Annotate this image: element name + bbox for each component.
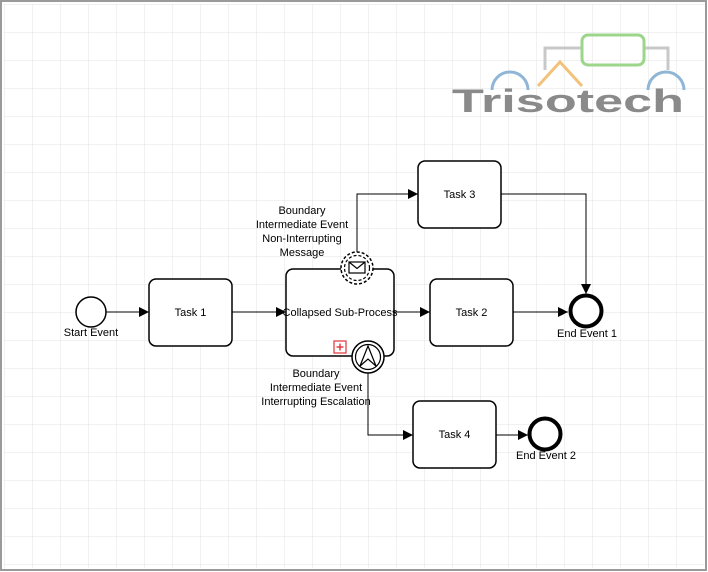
collapsed-subprocess[interactable]: Collapsed Sub-Process: [283, 268, 398, 357]
logo-text: Trisotech: [452, 83, 684, 119]
boundary-escalation-label-line-1: Boundary: [292, 368, 340, 380]
task-3[interactable]: Task 3: [417, 160, 502, 229]
flow-task3-to-end1[interactable]: [501, 193, 591, 294]
boundary-message-event[interactable]: [340, 251, 374, 285]
boundary-message-label-line-2: Intermediate Event: [256, 219, 348, 231]
task-4[interactable]: Task 4: [412, 400, 497, 469]
boundary-escalation-label-line-3: Interrupting Escalation: [261, 396, 370, 408]
boundary-message-label-line-4: Message: [280, 247, 325, 259]
boundary-message-label: Boundary Intermediate Event Non-Interrup…: [256, 205, 348, 259]
boundary-message-label-line-1: Boundary: [278, 205, 326, 217]
end-event-2[interactable]: End Event 2: [516, 416, 576, 463]
expand-marker-icon[interactable]: [333, 340, 347, 354]
task-3-label: Task 3: [444, 189, 476, 201]
end-event-2-label: End Event 2: [516, 450, 576, 462]
boundary-escalation-label: Boundary Intermediate Event Interrupting…: [261, 368, 370, 408]
task-2-label: Task 2: [456, 307, 488, 319]
boundary-message-label-line-3: Non-Interrupting: [262, 233, 342, 245]
task-4-label: Task 4: [439, 429, 471, 441]
task-2[interactable]: Task 2: [429, 278, 514, 347]
task-1-label: Task 1: [175, 307, 207, 319]
flow-escalation-to-task4[interactable]: [367, 373, 413, 440]
end-event-1[interactable]: End Event 1: [557, 293, 617, 341]
start-event-label: Start Event: [64, 327, 118, 339]
envelope-icon: [348, 261, 366, 274]
trisotech-logo: Trisotech: [452, 33, 686, 119]
boundary-escalation-event[interactable]: [351, 340, 385, 374]
flow-message-to-task3[interactable]: [356, 189, 418, 252]
escalation-icon: [359, 344, 377, 367]
task-1[interactable]: Task 1: [148, 278, 233, 347]
sequence-flows: [106, 189, 591, 440]
subprocess-label: Collapsed Sub-Process: [283, 307, 398, 319]
boundary-escalation-label-line-2: Intermediate Event: [270, 382, 362, 394]
start-event[interactable]: Start Event: [64, 296, 118, 339]
end-event-1-label: End Event 1: [557, 328, 617, 340]
